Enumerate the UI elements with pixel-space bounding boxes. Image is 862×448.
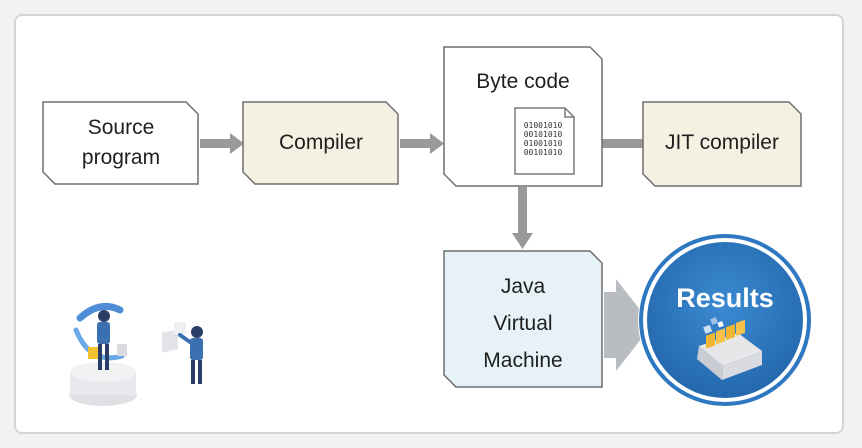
source-program-line1: Source (87, 116, 155, 139)
compiler-label: Compiler (278, 131, 364, 154)
binary-line: 01001010 (523, 139, 563, 148)
node-source-program (42, 101, 199, 185)
node-jit-compiler (642, 101, 802, 187)
jvm-line2: Virtual (493, 312, 553, 335)
jvm-line1: Java (500, 275, 546, 298)
jvm-line3: Machine (483, 349, 563, 372)
arrow-jvm-to-results (604, 279, 652, 371)
binary-line: 00101010 (523, 130, 563, 139)
node-compiler (242, 101, 399, 185)
source-program-line2: program (81, 146, 161, 169)
results-folder-icon (697, 317, 762, 380)
node-jvm (443, 250, 603, 388)
arrow-compiler-to-bytecode (400, 133, 444, 154)
results-label: Results (676, 283, 774, 313)
jvm-label: Java Virtual Machine (450, 268, 596, 379)
arrow-source-to-compiler (200, 133, 244, 154)
binary-code-text: 01001010 00101010 01001010 00101010 (518, 121, 568, 157)
source-program-label: Source program (55, 113, 187, 173)
people-illustration (69, 302, 203, 406)
binary-line: 01001010 (523, 121, 563, 130)
jit-compiler-label: JIT compiler (665, 131, 779, 154)
binary-file-icon (514, 107, 575, 175)
binary-line: 00101010 (523, 148, 563, 157)
arrow-bytecode-to-jvm (512, 187, 533, 249)
node-results (638, 233, 812, 407)
byte-code-label: Byte code (476, 70, 570, 93)
